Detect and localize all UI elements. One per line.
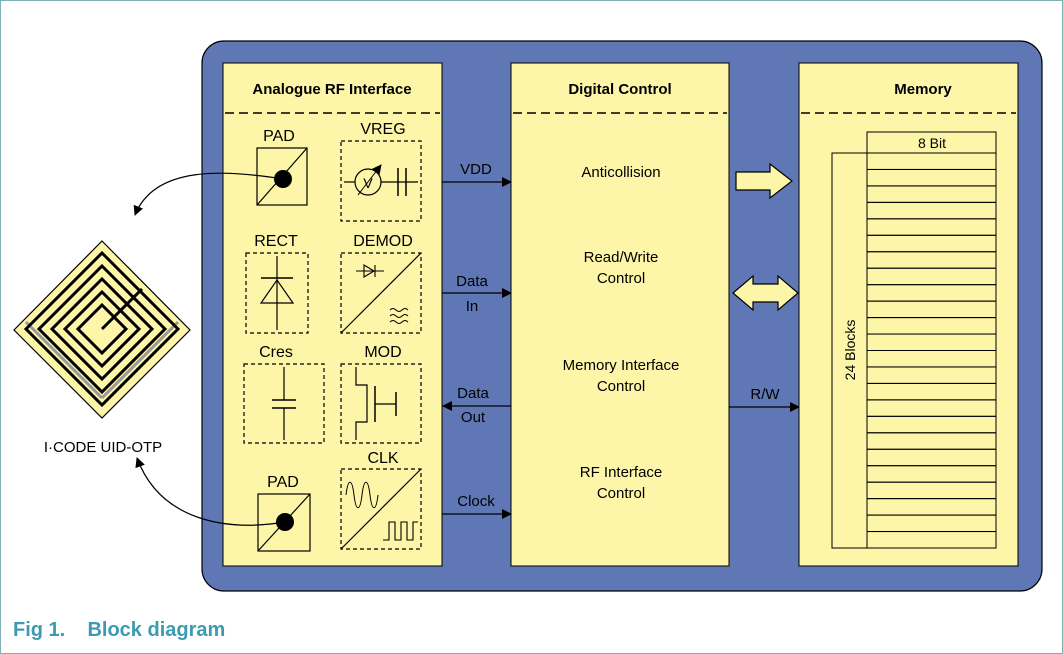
pad-top-label: PAD [263,128,295,145]
antenna-link-top [133,172,284,216]
vreg-box [340,140,422,222]
data-out-label-2: Out [461,409,486,426]
rect-label: RECT [254,233,298,250]
vreg-symbol: V [363,175,373,191]
rw-control-label-1: Read/Write [584,249,659,266]
pad-bottom-label: PAD [267,474,299,491]
clock-label: Clock [457,493,495,510]
rw-label: R/W [750,386,780,403]
clk-box [340,468,422,550]
digital-control-title: Digital Control [568,81,671,98]
pad-top-box [256,147,308,206]
memory-blocks-label: 24 Blocks [842,320,858,381]
rf-interface-title: Analogue RF Interface [252,81,411,98]
mem-interface-label-2: Control [597,378,645,395]
rf-interface-ctrl-label-2: Control [597,485,645,502]
cres-box [243,363,325,444]
vdd-label: VDD [460,161,492,178]
data-in-label-1: Data [456,273,488,290]
memory-width-label: 8 Bit [918,135,946,151]
vreg-label: VREG [360,121,405,138]
tag-antenna-icon [13,240,191,419]
data-in-label-2: In [466,298,479,315]
memory-title: Memory [894,81,952,98]
hollow-arrow-right [735,162,793,200]
mod-box [340,363,422,444]
rw-control-label-2: Control [597,270,645,287]
tag-label: I·CODE UID-OTP [44,439,162,456]
rf-interface-ctrl-label-1: RF Interface [580,464,663,481]
demod-box [340,252,422,334]
memory-array [831,131,997,549]
cres-label: Cres [259,344,293,361]
figure-caption: Fig 1. Block diagram [13,619,226,641]
demod-label: DEMOD [353,233,413,250]
rect-box [245,252,309,334]
mod-label: MOD [364,344,401,361]
antenna-link-bottom [135,457,286,526]
digital-control-block [510,62,730,567]
hollow-double-arrow [732,274,799,312]
clk-label: CLK [367,450,398,467]
rf-interface-block: Analogue RF Interface PAD VREG V RECT [222,62,443,567]
data-out-label-1: Data [457,385,489,402]
memory-row [866,531,997,549]
mem-interface-label-1: Memory Interface [563,357,680,374]
anticollision-label: Anticollision [581,164,660,181]
